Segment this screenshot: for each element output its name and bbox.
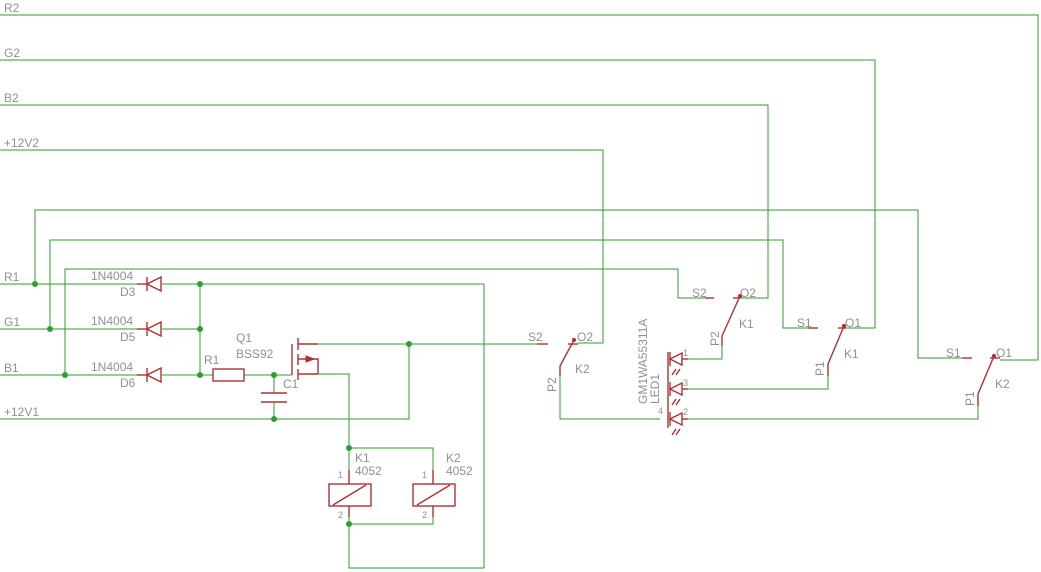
net-g2-wire	[0, 59, 876, 329]
diode-d6-name: D6	[120, 376, 136, 390]
relay-coil-k1: K1 4052 1 2	[328, 451, 382, 520]
diode-d5-name: D5	[120, 330, 136, 344]
net-label-g1: G1	[4, 315, 20, 329]
relay-switch-k1-bottom-s: S1	[797, 316, 812, 330]
net-label-12v1: +12V1	[4, 405, 39, 419]
relay-switch-k2-right-p: P1	[963, 391, 977, 406]
diode-d3: 1N4004 D3	[91, 269, 162, 299]
net-label-g2: G2	[4, 46, 20, 60]
relay-coil-k2-pin2: 2	[422, 510, 427, 520]
relay-switch-k1-top: S2 O2 K1 P2	[692, 286, 756, 346]
resistor-r1: R1	[204, 353, 245, 382]
transistor-q1-name: Q1	[236, 331, 252, 345]
net-label-12v2: +12V2	[4, 136, 39, 150]
net-b1-loop	[64, 268, 708, 375]
net-r2-wire	[0, 14, 1039, 361]
net-12v2-wire	[0, 149, 604, 344]
relay-switch-k1-bottom: S1 O1 K1 P1	[797, 316, 861, 376]
relay-switch-k2-right-o: O1	[996, 346, 1012, 360]
diode-d3-value: 1N4004	[91, 269, 133, 283]
relay-switch-k1-top-o: O2	[740, 286, 756, 300]
relay-switch-k2-right-name: K2	[995, 377, 1010, 391]
diode-d5-value: 1N4004	[91, 314, 133, 328]
relay-switch-k2-right: S1 O1 K2 P1	[946, 346, 1012, 406]
diode-d5: 1N4004 D5	[91, 314, 162, 344]
relay-switch-k2-left-o: O2	[577, 330, 593, 344]
relay-switch-k1-top-name: K1	[739, 317, 754, 331]
led-value: GM1WA55311A	[636, 319, 650, 404]
relay-coil-k1-value: 4052	[355, 464, 382, 478]
net-g1-loop	[49, 239, 812, 329]
led-pin-3: 3	[683, 378, 688, 388]
net-label-b1: B1	[4, 361, 19, 375]
relay-switch-k2-left-p: P2	[545, 377, 559, 392]
relay-coil-k1-pin2: 2	[338, 510, 343, 520]
relay-switch-k2-right-s: S1	[946, 346, 961, 360]
relay-switch-k1-bottom-o: O1	[845, 316, 861, 330]
diode-d6: 1N4004 D6	[91, 360, 162, 390]
transistor-q1-value: BSS92	[236, 347, 274, 361]
diode-d6-value: 1N4004	[91, 360, 133, 374]
capacitor-c1: C1	[261, 377, 299, 403]
led-led1: 1 2 3 4 GM1WA55311A LED1	[636, 319, 688, 436]
net-r1-loop	[34, 209, 963, 359]
relay-switch-k2-left-name: K2	[575, 362, 590, 376]
junctions	[32, 281, 412, 527]
relay-coil-k2-name: K2	[446, 451, 461, 465]
relay-switch-k2-left: S2 O2 K2 P2	[528, 330, 593, 392]
transistor-q1: Q1 BSS92	[236, 331, 319, 380]
led-name: LED1	[648, 374, 662, 404]
relay-switch-k1-bottom-name: K1	[844, 347, 859, 361]
relay-coil-k2-pin1: 1	[422, 470, 427, 480]
led-pin-1: 1	[683, 348, 688, 358]
relay-switch-k1-top-p: P2	[708, 331, 722, 346]
diode-d3-name: D3	[120, 285, 136, 299]
net-label-b2: B2	[4, 91, 19, 105]
relay-coil-k1-pin1: 1	[338, 470, 343, 480]
wires	[0, 14, 1039, 569]
relay-switch-k1-top-s: S2	[692, 286, 707, 300]
relay-switch-k1-bottom-p: P1	[813, 361, 827, 376]
relay-coil-k2: K2 4052 1 2	[412, 451, 473, 520]
net-label-r2: R2	[4, 1, 20, 15]
net-labels: R2 G2 B2 +12V2 R1 G1 B1 +12V1	[4, 1, 39, 419]
relay-coil-k1-name: K1	[355, 451, 370, 465]
led-pin-2: 2	[683, 407, 688, 417]
resistor-r1-name: R1	[204, 353, 220, 367]
led-pin-4: 4	[658, 406, 663, 416]
net-b2-wire	[0, 104, 769, 299]
relay-coil-k2-value: 4052	[446, 464, 473, 478]
capacitor-c1-name: C1	[283, 377, 299, 391]
relay-switch-k2-left-s: S2	[528, 330, 543, 344]
net-label-r1: R1	[4, 270, 20, 284]
